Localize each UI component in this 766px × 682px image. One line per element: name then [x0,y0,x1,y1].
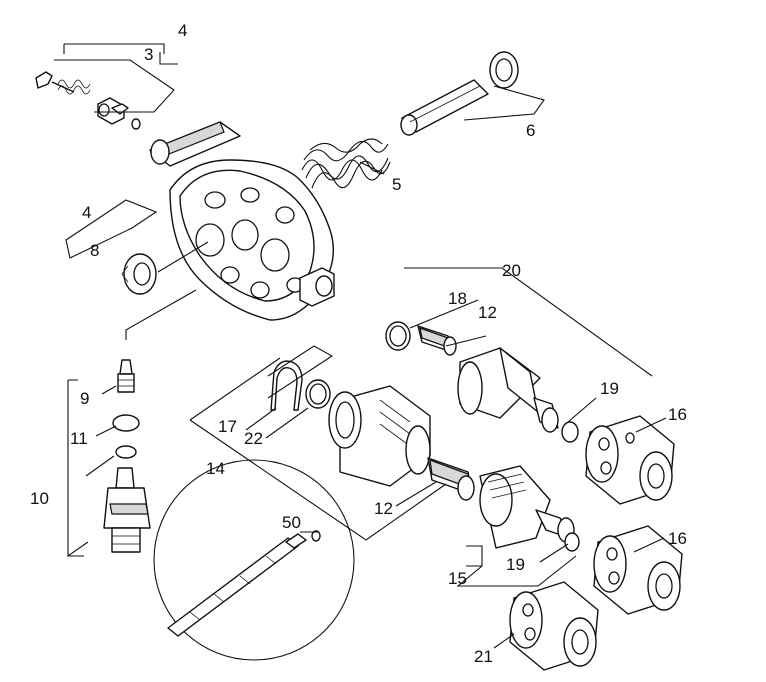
coupling-16-bottom-icon [593,525,683,615]
callout-16-bottom: 16 [668,529,687,548]
o-ring-22-icon [305,379,331,409]
circlip-icon [489,51,519,89]
retaining-clip-icon [270,360,303,411]
piston-icon [400,79,489,136]
callout-11: 11 [70,429,88,448]
o-ring-19-right-icon [561,421,579,443]
valve-spring-small-icon [57,79,91,95]
filter-top-icon [417,325,457,356]
coupling-21-icon [509,581,599,671]
callout-5: 5 [392,175,401,194]
callout-18: 18 [448,289,467,308]
callout-4-top: 4 [178,21,187,40]
callout-labels: 4 3 6 5 4 8 20 18 12 19 16 9 11 10 17 22… [30,21,687,666]
valve-assembly-top [35,71,141,130]
seal-icon [121,253,157,295]
filter-bottom-icon [427,457,475,501]
callout-8: 8 [90,241,99,260]
callout-9: 9 [80,389,89,408]
callout-12-bottom: 12 [374,499,393,518]
coupling-20-icon [457,347,559,433]
leader-lines [54,43,667,649]
callout-4-mid: 4 [82,203,91,222]
coupling-16-top-icon [585,415,675,505]
callout-3: 3 [144,45,153,64]
callout-19-right: 19 [600,379,619,398]
hose-adapter-icon [479,465,575,549]
callout-21: 21 [474,647,493,666]
o-ring-11-icon [112,414,140,432]
callout-16-top: 16 [668,405,687,424]
coupling-14-icon [328,385,431,487]
spring-icon [301,138,391,189]
valve-9-icon [117,359,135,393]
callout-12-top: 12 [478,303,497,322]
o-ring-18-icon [385,321,411,351]
o-ring-small-icon [115,445,137,459]
valve-10-icon [103,467,151,553]
callout-22: 22 [244,429,263,448]
callout-10: 10 [30,489,49,508]
nozzle-detail-inset [153,459,355,661]
callout-17: 17 [218,417,237,436]
o-ring-19-bottom-icon [564,532,580,552]
callout-15: 15 [448,569,467,588]
callout-20: 20 [502,261,521,280]
callout-50: 50 [282,513,301,532]
callout-6: 6 [526,121,535,140]
callout-19-bottom: 19 [506,555,525,574]
pump-head-icon [149,121,335,321]
callout-14: 14 [206,459,225,478]
